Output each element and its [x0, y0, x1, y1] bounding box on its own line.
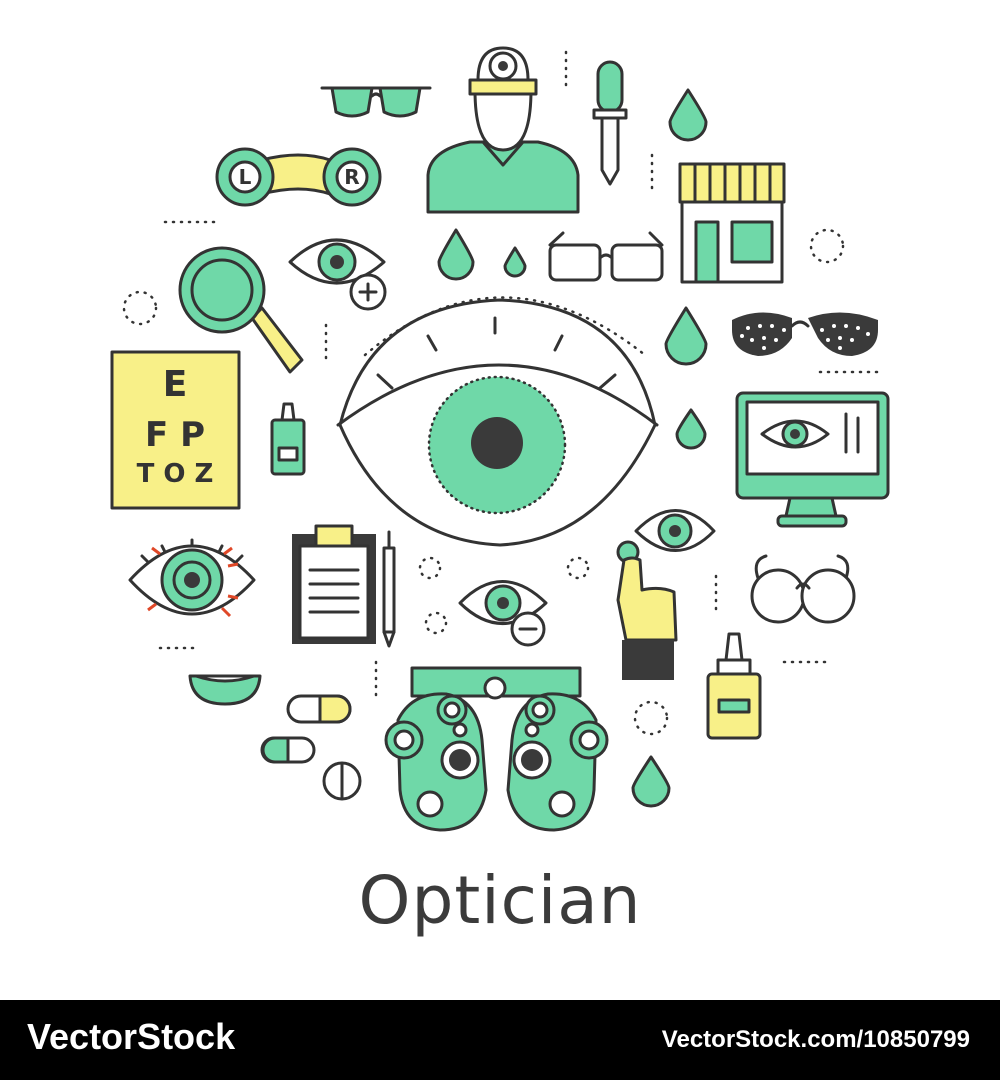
pill-icon: [260, 694, 352, 764]
monitor-eye-test-icon: [735, 391, 890, 528]
hand-pointer-icon: [616, 509, 716, 680]
contact-lens-icon: [188, 674, 262, 706]
eye-drops-bottle-icon: [706, 632, 762, 740]
eye-chart-row-1: E: [163, 364, 188, 405]
pinhole-glasses-icon: [732, 312, 878, 356]
drop-icon: [437, 88, 708, 808]
lens-case-right-label: R: [344, 165, 359, 189]
eye-plus-icon: [288, 238, 387, 311]
decorative-dotted-lines: [158, 50, 886, 702]
eye-chart-icon: E F P T O Z: [110, 350, 241, 510]
irritated-eye-icon: [128, 538, 256, 618]
watermark-brand: VectorStock: [27, 1016, 236, 1057]
page-title: Optician: [358, 862, 642, 939]
round-glasses-icon: [750, 554, 856, 624]
eye-drops-bottle-icon: [270, 402, 306, 476]
large-eye-icon: [336, 296, 659, 547]
reading-glasses-icon: [548, 231, 664, 282]
glasses-icon: [320, 86, 432, 118]
pencil-icon: [382, 530, 396, 648]
tablet-icon: [322, 761, 362, 801]
eye-minus-icon: [458, 580, 548, 647]
phoropter-icon: [384, 666, 609, 832]
eye-chart-row-3: T O Z: [137, 459, 214, 489]
clipboard-icon: [292, 524, 376, 644]
eye-chart-row-2: F P: [145, 415, 205, 455]
contact-lens-case-icon: L R: [215, 147, 382, 207]
magnifier-icon: [178, 246, 304, 374]
dotted-circle-icon: [122, 228, 845, 736]
watermark-image-id: VectorStock.com/10850799: [661, 1026, 970, 1053]
watermark-bar: VectorStock VectorStock.com/10850799: [0, 1000, 1000, 1080]
dropper-icon: [592, 60, 628, 186]
lens-case-left-label: L: [239, 165, 252, 189]
optics-shop-icon: [678, 162, 786, 284]
doctor-icon: [426, 46, 580, 214]
illustration: L R: [110, 46, 890, 832]
